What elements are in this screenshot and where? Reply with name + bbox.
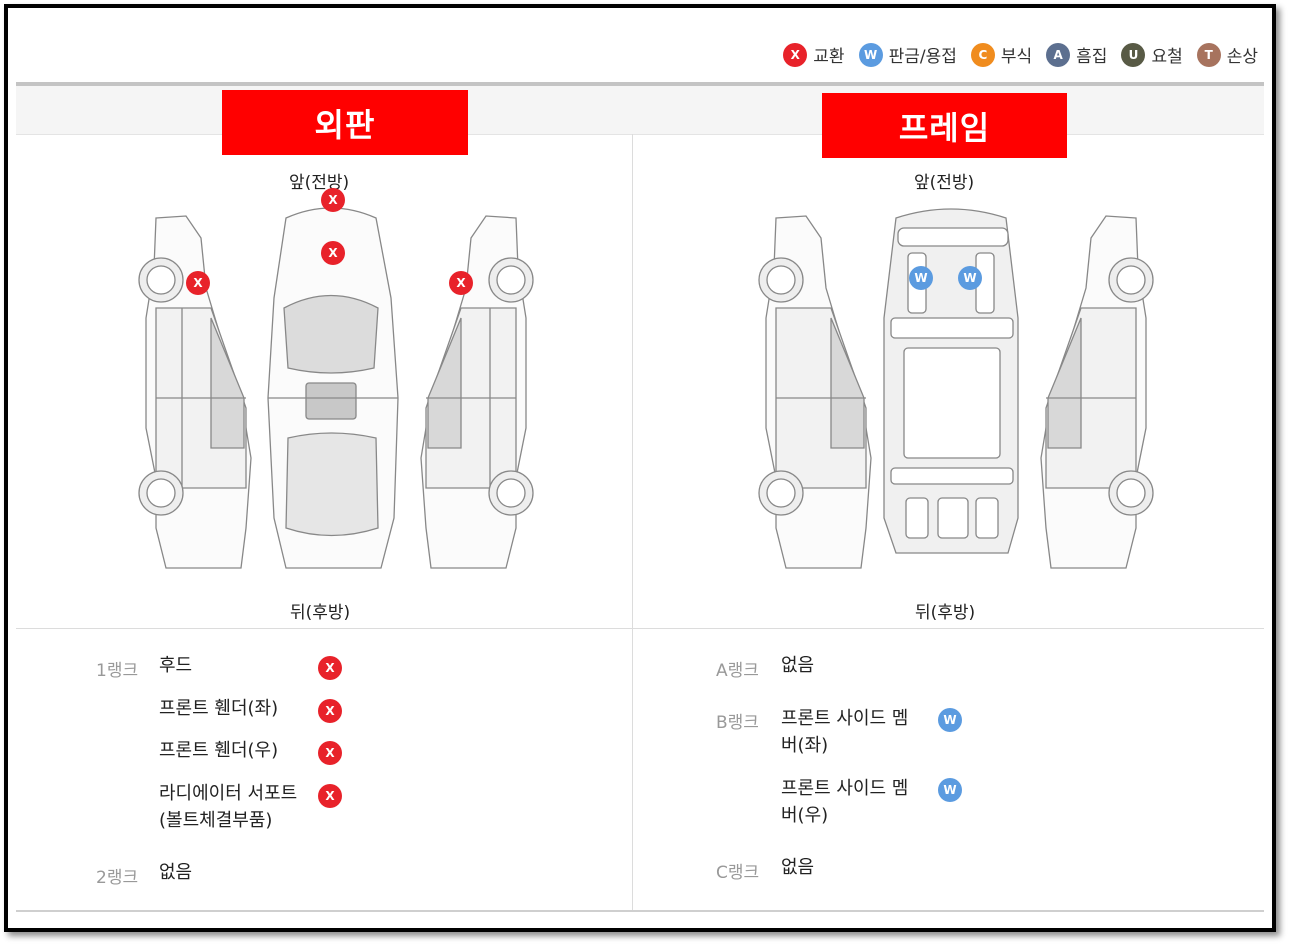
legend-item-corrosion: C 부식 [970, 42, 1033, 67]
legend-item-dent: U 요철 [1121, 42, 1183, 67]
part-front-fender-right: 프론트 휀더(우) [159, 740, 279, 761]
part-hood: 후드 [159, 655, 193, 676]
inspection-frame: X 교환 W 판금/용접 C 부식 A 흠집 U 요철 T 손상 외판 프레임 … [4, 4, 1276, 932]
corrosion-badge-icon: C [970, 42, 995, 67]
legend-label: 판금/용접 [888, 47, 957, 67]
rank-b-label: B랭크 [716, 713, 759, 733]
legend-item-damage: T 손상 [1196, 42, 1258, 67]
legend-item-replace: X 교환 [783, 42, 845, 67]
right-fender-replace-marker-icon[interactable]: X [449, 271, 473, 295]
part-radiator-support: 라디에이터 서포트 [159, 783, 298, 804]
hood-replace-icon: X [318, 656, 342, 680]
left-side-member-weld-icon: W [938, 708, 962, 732]
legend-label: 교환 [813, 47, 845, 67]
panel-divider [632, 134, 633, 912]
rank-divider [16, 628, 1264, 629]
part-radiator-support-note: (볼트체결부품) [159, 810, 273, 831]
rank-c-value: 없음 [781, 857, 815, 878]
legend-label: 손상 [1226, 47, 1258, 67]
legend-label: 흠집 [1076, 47, 1108, 67]
radiator-support-replace-icon: X [318, 784, 342, 808]
dent-badge-icon: U [1121, 42, 1146, 67]
exterior-tag: 외판 [222, 90, 468, 155]
bottom-divider [16, 910, 1264, 912]
rank-1-label: 1랭크 [96, 661, 139, 681]
header-divider [16, 82, 1264, 86]
part-front-fender-left: 프론트 휀더(좌) [159, 698, 279, 719]
frame-car-diagram [758, 208, 1154, 569]
frame-front-label: 앞(전방) [914, 173, 975, 193]
right-fender-replace-icon: X [318, 741, 342, 765]
hood-replace-marker-icon[interactable]: X [321, 188, 345, 212]
legend: X 교환 W 판금/용접 C 부식 A 흠집 U 요철 T 손상 [783, 42, 1258, 67]
inspection-content: X 교환 W 판금/용접 C 부식 A 흠집 U 요철 T 손상 외판 프레임 … [16, 8, 1264, 928]
legend-label: 요철 [1151, 47, 1183, 67]
weld-badge-icon: W [858, 42, 883, 67]
exterior-car-diagram [138, 207, 534, 569]
replace-badge-icon: X [783, 42, 808, 67]
part-front-side-member-right-cont: 버(우) [781, 805, 829, 826]
legend-item-scratch: A 흠집 [1046, 42, 1107, 67]
rank-c-label: C랭크 [716, 863, 760, 883]
legend-label: 부식 [1000, 47, 1033, 67]
rank-a-value: 없음 [781, 655, 815, 676]
left-side-member-weld-marker-icon[interactable]: W [909, 266, 933, 290]
damage-badge-icon: T [1196, 42, 1221, 67]
left-fender-replace-icon: X [318, 699, 342, 723]
right-side-member-weld-marker-icon[interactable]: W [958, 266, 982, 290]
section-header-band [16, 86, 1264, 135]
rank-a-label: A랭크 [716, 661, 759, 681]
frame-tag: 프레임 [822, 93, 1067, 158]
scratch-badge-icon: A [1046, 42, 1071, 67]
legend-item-weld: W 판금/용접 [858, 42, 957, 67]
right-side-member-weld-icon: W [938, 778, 962, 802]
part-front-side-member-right: 프론트 사이드 멤 [781, 778, 909, 799]
part-front-side-member-left-cont: 버(좌) [781, 735, 829, 756]
roof-replace-marker-icon[interactable]: X [321, 241, 345, 265]
rank-2-label: 2랭크 [96, 868, 139, 888]
part-front-side-member-left: 프론트 사이드 멤 [781, 708, 909, 729]
left-fender-replace-marker-icon[interactable]: X [186, 271, 210, 295]
frame-rear-label: 뒤(후방) [915, 603, 976, 623]
exterior-rear-label: 뒤(후방) [290, 603, 351, 623]
rank-2-value: 없음 [159, 862, 193, 883]
exterior-front-label: 앞(전방) [289, 173, 350, 193]
